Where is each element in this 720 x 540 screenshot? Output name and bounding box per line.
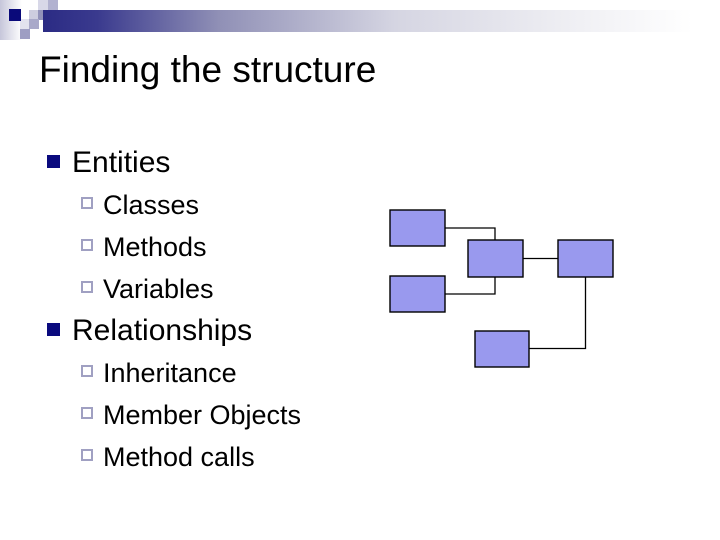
decoration-square [38,0,48,10]
diagram-class-box [474,330,530,368]
hollow-square-bullet-icon [81,197,93,209]
decoration-square [48,0,58,10]
decoration-gradient-bar [43,10,720,32]
hollow-square-bullet-icon [81,365,93,377]
diagram-class-box [389,275,446,313]
decoration-square [29,19,39,29]
decoration-navy-square [9,9,21,21]
hollow-square-bullet-icon [81,239,93,251]
diagram-class-box [389,209,446,247]
outline-item-label: Method calls [103,442,255,472]
outline-item-label: Variables [103,274,214,304]
decoration-square [29,10,39,20]
outline-item-entities: Entities [0,145,170,181]
decoration-square [20,29,30,39]
decoration-square [20,19,30,29]
diagram-class-box [467,239,524,278]
structure-diagram [389,209,614,368]
outline-item-member-objects: Member Objects [0,397,301,433]
diagram-connector-line [445,227,496,240]
outline-item-label: Entities [72,146,171,179]
outline-item-classes: Classes [0,187,199,223]
hollow-square-bullet-icon [81,407,93,419]
outline-item-inheritance: Inheritance [0,355,237,391]
slide-title: Finding the structure [39,49,377,90]
diagram-connector-line [445,277,496,295]
outline-item-methods: Methods [0,229,207,265]
outline-item-label: Inheritance [103,358,237,388]
outline-item-label: Member Objects [103,400,302,430]
filled-square-bullet-icon [47,154,60,168]
outline-item-label: Relationships [72,314,253,347]
outline-item-variables: Variables [0,271,214,307]
outline-item-label: Methods [103,232,207,262]
outline-item-method-calls: Method calls [0,439,255,475]
outline-item-label: Classes [103,190,200,220]
diagram-class-box [557,239,614,278]
diagram-connector-line [529,277,587,350]
hollow-square-bullet-icon [81,281,93,293]
filled-square-bullet-icon [47,322,60,336]
hollow-square-bullet-icon [81,449,93,461]
outline-item-relationships: Relationships [0,313,252,349]
